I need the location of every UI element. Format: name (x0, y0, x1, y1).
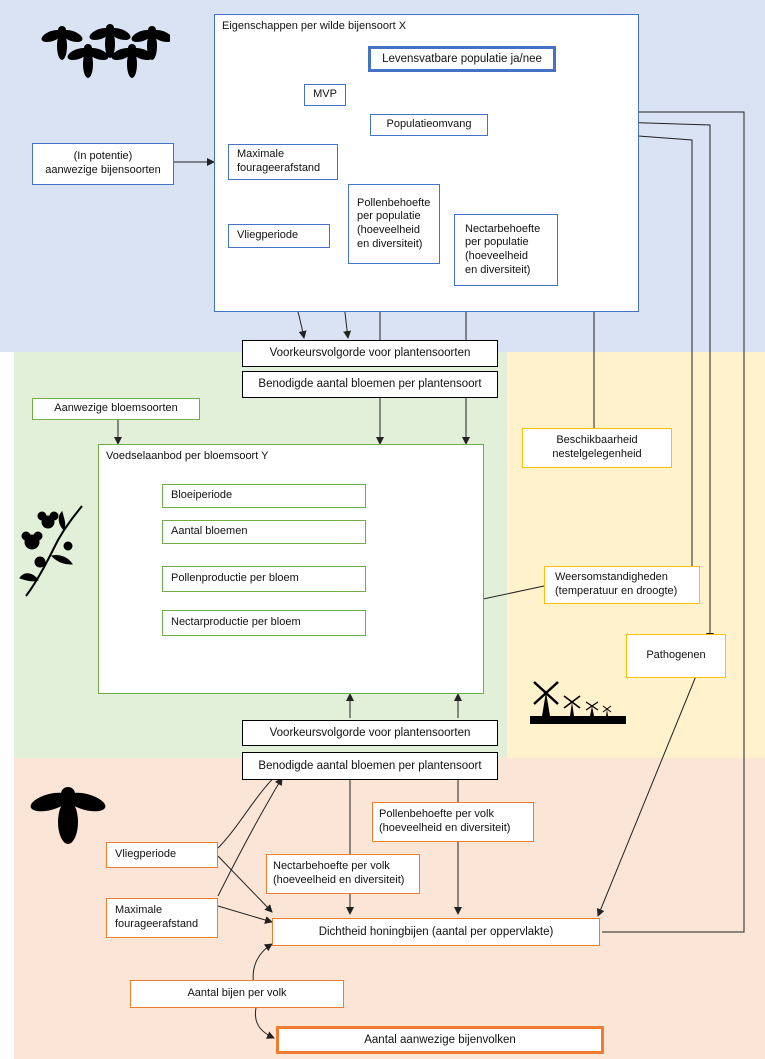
wild-preference-order-box: Voorkeursvolgorde voor plantensoorten (242, 340, 498, 367)
honeybee-density-box: Dichtheid honingbijen (aantal per opperv… (272, 918, 600, 946)
bees-silhouette-icon (41, 24, 170, 78)
nectar-production-box: Nectarproductie per bloem (162, 610, 366, 636)
wild-max-foraging-box: Maximale fourageerafstand (228, 144, 338, 180)
colonies-present-box: Aantal aanwezige bijenvolken (276, 1026, 604, 1054)
pollen-production-box: Pollenproductie per bloem (162, 566, 366, 592)
pathogens-box: Pathogenen (626, 634, 726, 678)
bees-per-colony-box: Aantal bijen per volk (130, 980, 344, 1008)
wild-flight-period-box: Vliegperiode (228, 224, 330, 248)
flower-count-box: Aantal bloemen (162, 520, 366, 544)
honeybee-silhouette-icon (30, 787, 106, 844)
honeybee-flight-period-box: Vliegperiode (106, 842, 218, 868)
present-flower-species-box: Aanwezige bloemsoorten (32, 398, 200, 420)
bloom-period-box: Bloeiperiode (162, 484, 366, 508)
honeybee-pollen-need-box: Pollenbehoefte per volk (hoeveelheid en … (372, 802, 534, 842)
honeybee-preference-order-box: Voorkeursvolgorde voor plantensoorten (242, 720, 498, 746)
present-bee-species-box: (In potentie) aanwezige bijensoorten (32, 143, 174, 185)
viable-population-box: Levensvatbare populatie ja/nee (368, 46, 556, 72)
wild-flowers-needed-box: Benodigde aantal bloemen per plantensoor… (242, 371, 498, 398)
food-supply-title: Voedselaanbod per bloemsoort Y (106, 450, 269, 462)
wild-nectar-need-box: Nectarbehoefte per populatie (hoeveelhei… (454, 214, 558, 286)
honeybee-max-foraging-box: Maximale fourageerafstand (106, 898, 218, 938)
weather-conditions-box: Weersomstandigheden (temperatuur en droo… (544, 566, 700, 604)
flower-silhouette-icon (19, 505, 83, 597)
nesting-availability-box: Beschikbaarheid nestelgelegenheid (522, 428, 672, 468)
honeybee-flowers-needed-box: Benodigde aantal bloemen per plantensoor… (242, 752, 498, 780)
honeybee-nectar-need-box: Nectarbehoefte per volk (hoeveelheid en … (266, 854, 420, 894)
mvp-box: MVP (304, 84, 346, 106)
wild-bee-properties-title: Eigenschappen per wilde bijensoort X (222, 20, 407, 32)
wild-pollen-need-box: Pollenbehoefte per populatie (hoeveelhei… (348, 184, 440, 264)
population-size-box: Populatieomvang (370, 114, 488, 136)
